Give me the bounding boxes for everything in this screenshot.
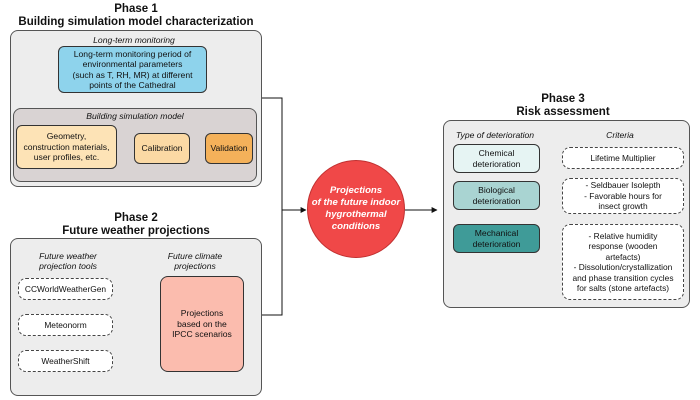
criteria-mechanical-line-5: and phase transition cycles	[572, 272, 674, 283]
criteria-mechanical-line-1: - Relative humidity	[588, 230, 658, 241]
criteria-mechanical-line-2: response (wooden	[588, 241, 658, 251]
phase1-number: Phase 1	[114, 3, 158, 15]
center-line-2: of the future indoor	[311, 197, 401, 208]
monitoring-line-4: points of the Cathedral	[89, 80, 176, 90]
tools-label-line-2: projection tools	[39, 261, 97, 271]
criteria-mechanical-line-3: artefacts)	[605, 251, 641, 262]
type-biological-line-1: Biological	[478, 185, 515, 195]
phase1-title: Building simulation model characterizati…	[18, 16, 254, 28]
projection-line-1: Projections	[180, 308, 224, 319]
monitoring-line-1: Long-term monitoring period of	[73, 48, 192, 59]
geometry-box: Geometry, construction materials, user p…	[16, 125, 117, 169]
monitoring-line-3: (such as T, RH, MR) at different	[72, 69, 193, 80]
phase2-number: Phase 2	[114, 212, 158, 224]
type-label: Type of deterioration	[455, 130, 535, 140]
type-mechanical: Mechanical deterioration	[453, 224, 540, 253]
validation-box: Validation	[205, 133, 253, 164]
projection-box: Projections based on the IPCC scenarios	[160, 276, 244, 372]
criteria-biological-line-2: - Favorable hours for	[584, 190, 662, 201]
tool-ccworldweathergen: CCWorldWeatherGen	[18, 278, 113, 300]
type-mechanical-line-2: deterioration	[472, 238, 521, 249]
tools-label: Future weather projection tools	[14, 251, 122, 271]
criteria-biological-line-1: - Seldbauer Isolepth	[585, 180, 661, 191]
center-line-1: Projections	[329, 185, 383, 196]
type-chemical: Chemical deterioration	[453, 144, 540, 173]
projections-circle: Projections of the future indoor hygroth…	[307, 160, 405, 258]
climate-label-line-2: projections	[174, 261, 216, 271]
criteria-label: Criteria	[606, 130, 634, 140]
monitoring-label: Long-term monitoring	[93, 35, 175, 45]
phase2-title: Future weather projections	[62, 225, 210, 237]
climate-label-line-1: Future climate	[167, 251, 223, 261]
geometry-line-1: Geometry,	[46, 131, 87, 142]
geometry-line-3: user profiles, etc.	[33, 152, 100, 163]
criteria-mechanical: - Relative humidity response (wooden art…	[562, 224, 684, 300]
projection-line-2: based on the	[177, 318, 227, 329]
phase3-heading: Phase 3 Risk assessment	[443, 93, 683, 119]
monitoring-line-2: environmental parameters	[82, 59, 183, 69]
phase3-title: Risk assessment	[516, 106, 610, 118]
type-chemical-line-2: deterioration	[472, 158, 521, 169]
type-biological: Biological deterioration	[453, 181, 540, 210]
criteria-mechanical-line-6: for salts (stone artefacts)	[576, 283, 670, 293]
climate-label: Future climate projections	[150, 251, 240, 271]
criteria-biological-line-3: insect growth	[598, 201, 648, 212]
monitoring-box: Long-term monitoring period of environme…	[58, 46, 207, 93]
tool-weathershift: WeatherShift	[18, 350, 113, 372]
type-biological-line-2: deterioration	[472, 195, 521, 206]
geometry-line-2: construction materials,	[23, 141, 110, 152]
center-line-3: hygrothermal	[325, 209, 387, 220]
criteria-chemical: Lifetime Multiplier	[562, 147, 684, 169]
type-mechanical-line-1: Mechanical	[474, 228, 519, 238]
phase3-number: Phase 3	[541, 93, 585, 105]
type-chemical-line-1: Chemical	[478, 148, 515, 158]
tool-meteonorm: Meteonorm	[18, 314, 113, 336]
phase2-heading: Phase 2 Future weather projections	[10, 212, 262, 238]
criteria-biological: - Seldbauer Isolepth - Favorable hours f…	[562, 178, 684, 214]
model-label: Building simulation model	[86, 111, 184, 121]
projection-line-3: IPCC scenarios	[172, 329, 232, 340]
criteria-mechanical-line-4: - Dissolution/crystallization	[573, 262, 673, 272]
calibration-box: Calibration	[134, 133, 190, 164]
phase1-heading: Phase 1 Building simulation model charac…	[10, 3, 262, 29]
tools-label-line-1: Future weather	[39, 251, 97, 261]
center-line-4: conditions	[331, 221, 381, 232]
